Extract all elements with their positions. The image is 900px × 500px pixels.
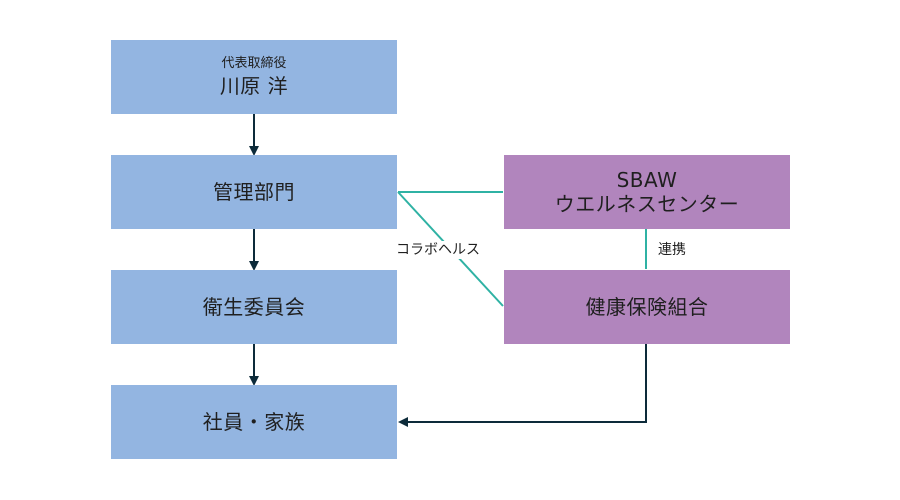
management-box: 管理部門 (111, 155, 397, 229)
health-committee-label: 衛生委員会 (202, 295, 306, 319)
ceo-box: 代表取締役 川原 洋 (111, 40, 397, 114)
employees-label: 社員・家族 (202, 410, 306, 434)
management-label: 管理部門 (213, 180, 295, 204)
insurance-box: 健康保険組合 (504, 270, 790, 344)
employees-box: 社員・家族 (111, 385, 397, 459)
ceo-role: 代表取締役 (221, 56, 287, 71)
sbaw-box: SBAW ウエルネスセンター (504, 155, 790, 229)
sbaw-line2: ウエルネスセンター (554, 192, 740, 216)
insurance-label: 健康保険組合 (585, 295, 709, 319)
sbaw-line1: SBAW (616, 168, 678, 192)
collabo-health-label: コラボヘルス (394, 241, 482, 259)
ceo-name: 川原 洋 (219, 74, 289, 98)
arrow-insurance-to-employees (398, 344, 647, 427)
health-committee-box: 衛生委員会 (111, 270, 397, 344)
renkei-label: 連携 (658, 242, 686, 258)
